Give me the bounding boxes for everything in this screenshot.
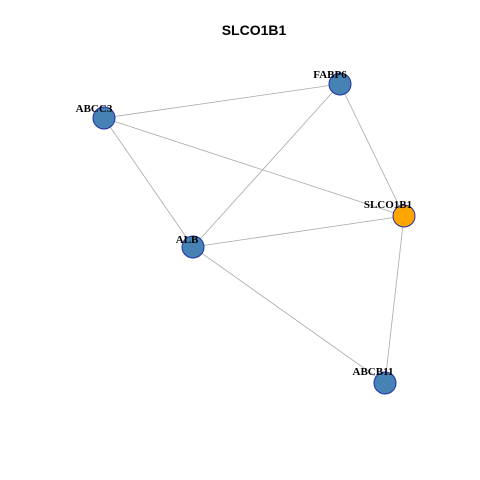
edge-layer xyxy=(103,83,405,384)
node-alb: ALB xyxy=(176,234,205,259)
node-circle-abcc3 xyxy=(92,106,116,130)
node-label-fabp6: FABP6 xyxy=(313,69,347,81)
edge-fabp6-slco1b1 xyxy=(339,83,405,217)
node-fabp6: FABP6 xyxy=(313,69,352,96)
node-circle-alb xyxy=(181,235,205,259)
edge-slco1b1-abcb11 xyxy=(384,215,405,384)
node-label-slco1b1: SLCO1B1 xyxy=(364,199,412,211)
edge-alb-abcb11 xyxy=(192,246,386,384)
edge-fabp6-alb xyxy=(192,83,341,248)
node-abcb11: ABCB11 xyxy=(353,366,397,395)
node-circle-slco1b1 xyxy=(392,204,416,228)
edge-alb-slco1b1 xyxy=(192,215,405,248)
graph-title: SLCO1B1 xyxy=(222,22,287,38)
node-circle-abcb11 xyxy=(373,371,397,395)
node-label-alb: ALB xyxy=(176,234,199,246)
node-label-abcc3: ABCC3 xyxy=(76,103,113,115)
edge-abcc3-fabp6 xyxy=(103,83,341,119)
edge-abcc3-alb xyxy=(103,117,194,248)
node-slco1b1: SLCO1B1 xyxy=(364,199,416,228)
node-abcc3: ABCC3 xyxy=(76,103,116,130)
node-circle-fabp6 xyxy=(328,72,352,96)
node-label-abcb11: ABCB11 xyxy=(353,366,394,378)
edge-abcc3-slco1b1 xyxy=(103,117,405,217)
